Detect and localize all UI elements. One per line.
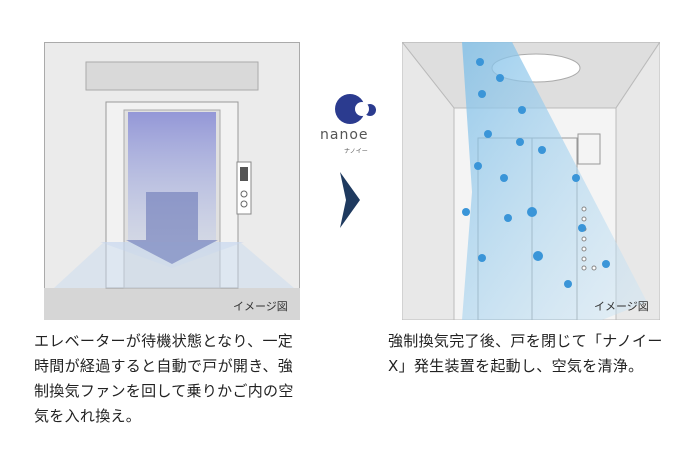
left-image-label: イメージ図 (233, 300, 288, 313)
caption-line: 時間が経過すると自動で戸が開き、強 (34, 357, 294, 375)
right-image-label: イメージ図 (594, 300, 649, 313)
caption-line: 制換気ファンを回して乗りかご内の空 (34, 382, 294, 400)
nanoe-x-cleaning-illustration (402, 42, 660, 320)
caption-line: X」発生装置を起動し、空気を清浄。 (388, 357, 644, 375)
caption-line: エレベーターが待機状態となり、一定 (34, 332, 294, 350)
nanoe-logo-icon (335, 94, 376, 124)
nanoe-logo-text: nanoe (320, 127, 369, 143)
caption-line: 気を入れ換え。 (34, 407, 142, 425)
elevator-ventilation-illustration (44, 42, 300, 320)
next-step-arrow-icon (340, 172, 360, 228)
left-caption: エレベーターが待機状態となり、一定 時間が経過すると自動で戸が開き、強 制換気フ… (34, 329, 294, 429)
nanoe-logo-subtext: ナノイー (344, 148, 368, 155)
caption-line: 強制換気完了後、戸を閉じて「ナノイー (388, 332, 663, 350)
right-caption: 強制換気完了後、戸を閉じて「ナノイー X」発生装置を起動し、空気を清浄。 (388, 329, 663, 379)
